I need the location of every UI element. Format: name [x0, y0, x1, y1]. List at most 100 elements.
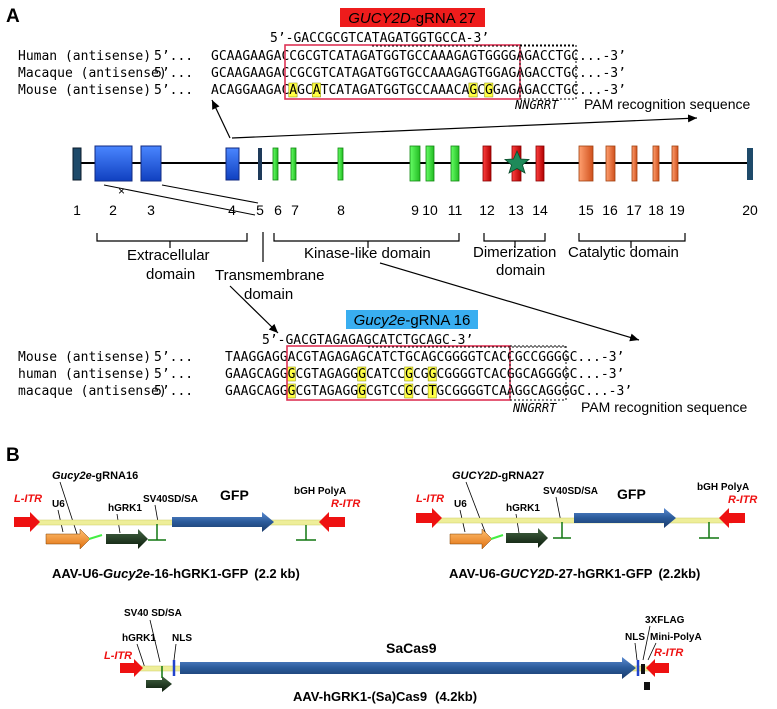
extracellular-bracket — [96, 233, 248, 242]
mismatch-highlight — [468, 82, 478, 98]
exon-number: 18 — [648, 202, 664, 218]
c2-sv40-label: SV40SD/SA — [543, 486, 598, 497]
exon-4 — [225, 147, 240, 181]
exon-number: 13 — [508, 202, 524, 218]
exon-5 — [258, 148, 262, 180]
c3-sv40-label: SV40 SD/SA — [124, 608, 182, 619]
sequence-prefix: 5’... — [154, 66, 193, 81]
c3-hgrk1-label: hGRK1 — [122, 633, 156, 644]
construct-3: SV40 SD/SA hGRK1 NLS L-ITR SaCas9 NLS 3X… — [104, 608, 702, 704]
gucy2d-alignment: Human (antisense)5’...GCAAGAAGACCGCGTCAT… — [18, 49, 626, 98]
sequence-text: GAAGCAGGGCGTAGAGGGCATCCGCGGCGGGGTCACGGCA… — [225, 367, 577, 382]
gucy2e-nngrrt: NNGRRT — [512, 401, 557, 415]
exon-3 — [140, 145, 162, 182]
dimerization-bracket — [483, 233, 546, 242]
arrow-to-gucy2e-left — [229, 285, 279, 334]
c1-u6-arrow — [45, 528, 91, 550]
exon-11 — [450, 145, 460, 182]
c3-litr-arrow — [120, 659, 143, 677]
exon-number: 2 — [109, 202, 117, 218]
c3-hgrk1-pointer — [136, 643, 146, 669]
exon-number: 5 — [256, 202, 264, 218]
c2-litr-arrow — [416, 508, 442, 528]
gucy2e-grna-sequence: 5’-GACGTAGAGAGCATCTGCAGC-3’ — [262, 333, 473, 348]
panel-a-label: A — [6, 6, 20, 27]
mismatch-highlight — [427, 366, 437, 382]
c3-sacas9-arrow — [180, 657, 636, 679]
c1-ritr-arrow — [319, 512, 345, 532]
c2-title: AAV-U6-GUCY2D-27-hGRK1-GFP(2.2kb) — [449, 566, 700, 581]
c3-nls-left-label: NLS — [172, 633, 192, 644]
c3-nls-right-pointer — [634, 642, 638, 661]
sequence-text: ACAGGAAGACAGCATCATAGATGGTGCCAAACAGCGGAGA… — [211, 83, 579, 98]
sequence-prefix: 5’... — [154, 49, 193, 64]
gucy2e-pam-box — [509, 345, 567, 401]
arrow-to-exon4 — [211, 99, 231, 139]
sequence-suffix: ...-3’ — [577, 350, 624, 365]
gucy2e-pam-label: PAM recognition sequence — [581, 399, 747, 415]
catalytic-bracket — [578, 233, 686, 242]
sequence-prefix: 5’... — [154, 384, 193, 399]
mismatch-highlight — [427, 383, 437, 399]
exon-17 — [631, 145, 638, 182]
c1-u6-label: U6 — [52, 499, 65, 510]
gucy2e-grna-label-box — [346, 310, 478, 329]
c2-hgrk1-pointer — [515, 513, 520, 534]
mismatch-highlight — [288, 82, 298, 98]
c1-hgrk1-label: hGRK1 — [108, 503, 142, 514]
c1-grna-pointer — [59, 481, 79, 538]
c3-minipolya-element — [644, 682, 650, 690]
mismatch-highlight — [357, 366, 367, 382]
mismatch-highlight — [404, 366, 414, 382]
sequence-prefix: 5’... — [154, 83, 193, 98]
exon-6 — [272, 147, 279, 181]
exon-number: 19 — [669, 202, 685, 218]
c3-flag-element — [641, 664, 645, 674]
species-name: human (antisense) — [18, 367, 151, 382]
exon-15 — [578, 145, 594, 182]
exon-numbers: 1234567891011121314151617181920 — [73, 202, 758, 218]
exon-2 — [94, 145, 133, 182]
exon-number: 17 — [626, 202, 642, 218]
mismatch-highlight — [484, 82, 494, 98]
sequence-text: TAAGGAGGACGTAGAGAGCATCTGCAGCGGGGTCACCGCC… — [225, 350, 577, 365]
c2-hgrk1-arrow — [506, 528, 548, 548]
mismatch-highlight — [312, 82, 321, 98]
c2-grna-label: GUCY2D-gRNA27 — [452, 470, 544, 482]
c1-sv40-label: SV40SD/SA — [143, 494, 198, 505]
exon-number: 11 — [448, 202, 463, 218]
c1-gfp-arrow — [172, 512, 274, 532]
exon-number: 3 — [147, 202, 155, 218]
sequence-suffix: ...-3’ — [579, 49, 626, 64]
c3-minipolya-label: Mini-PolyA — [650, 632, 702, 643]
kinase-label: Kinase-like domain — [304, 245, 431, 262]
gucy2d-pam-label: PAM recognition sequence — [584, 96, 750, 112]
exon4-connector-line — [161, 184, 259, 204]
species-name: Macaque (antisense) — [18, 66, 167, 81]
c2-u6-label: U6 — [454, 499, 467, 510]
c1-sv40-pointer — [154, 504, 159, 523]
cross-mark-icon: × — [118, 184, 125, 198]
construct-1: Gucy2e-gRNA16 L-ITR U6 hGRK1 SV40SD/SA G… — [14, 470, 360, 581]
c2-litr-label: L-ITR — [416, 493, 444, 505]
arrow-to-exon13 — [231, 114, 698, 139]
exon-18 — [652, 145, 660, 182]
dimerization-label-1: Dimerization — [473, 244, 556, 261]
sequence-text: GAAGCAGGGCGTAGAGGGCGTCCGCCTGCGGGGTCAAGGC… — [225, 384, 585, 399]
sequence-prefix: 5’... — [154, 367, 193, 382]
gucy2d-grna-label: GUCY2D-gRNA 27 — [348, 10, 476, 27]
sequence-suffix: ...-3’ — [585, 384, 632, 399]
gene-exons — [72, 145, 753, 182]
c2-ritr-arrow — [719, 508, 745, 528]
exon-number: 6 — [274, 202, 282, 218]
exon-number: 15 — [578, 202, 594, 218]
mismatch-highlight — [404, 383, 414, 399]
arrow-to-gucy2e-right — [379, 262, 640, 342]
construct-2: GUCY2D-gRNA27 L-ITR U6 hGRK1 SV40SD/SA G… — [416, 470, 757, 581]
exon-16 — [605, 145, 616, 182]
gucy2d-grna-label-box — [340, 8, 485, 27]
catalytic-label: Catalytic domain — [568, 244, 679, 261]
c3-sacas9-label: SaCas9 — [386, 640, 437, 656]
exon-12 — [482, 145, 492, 182]
